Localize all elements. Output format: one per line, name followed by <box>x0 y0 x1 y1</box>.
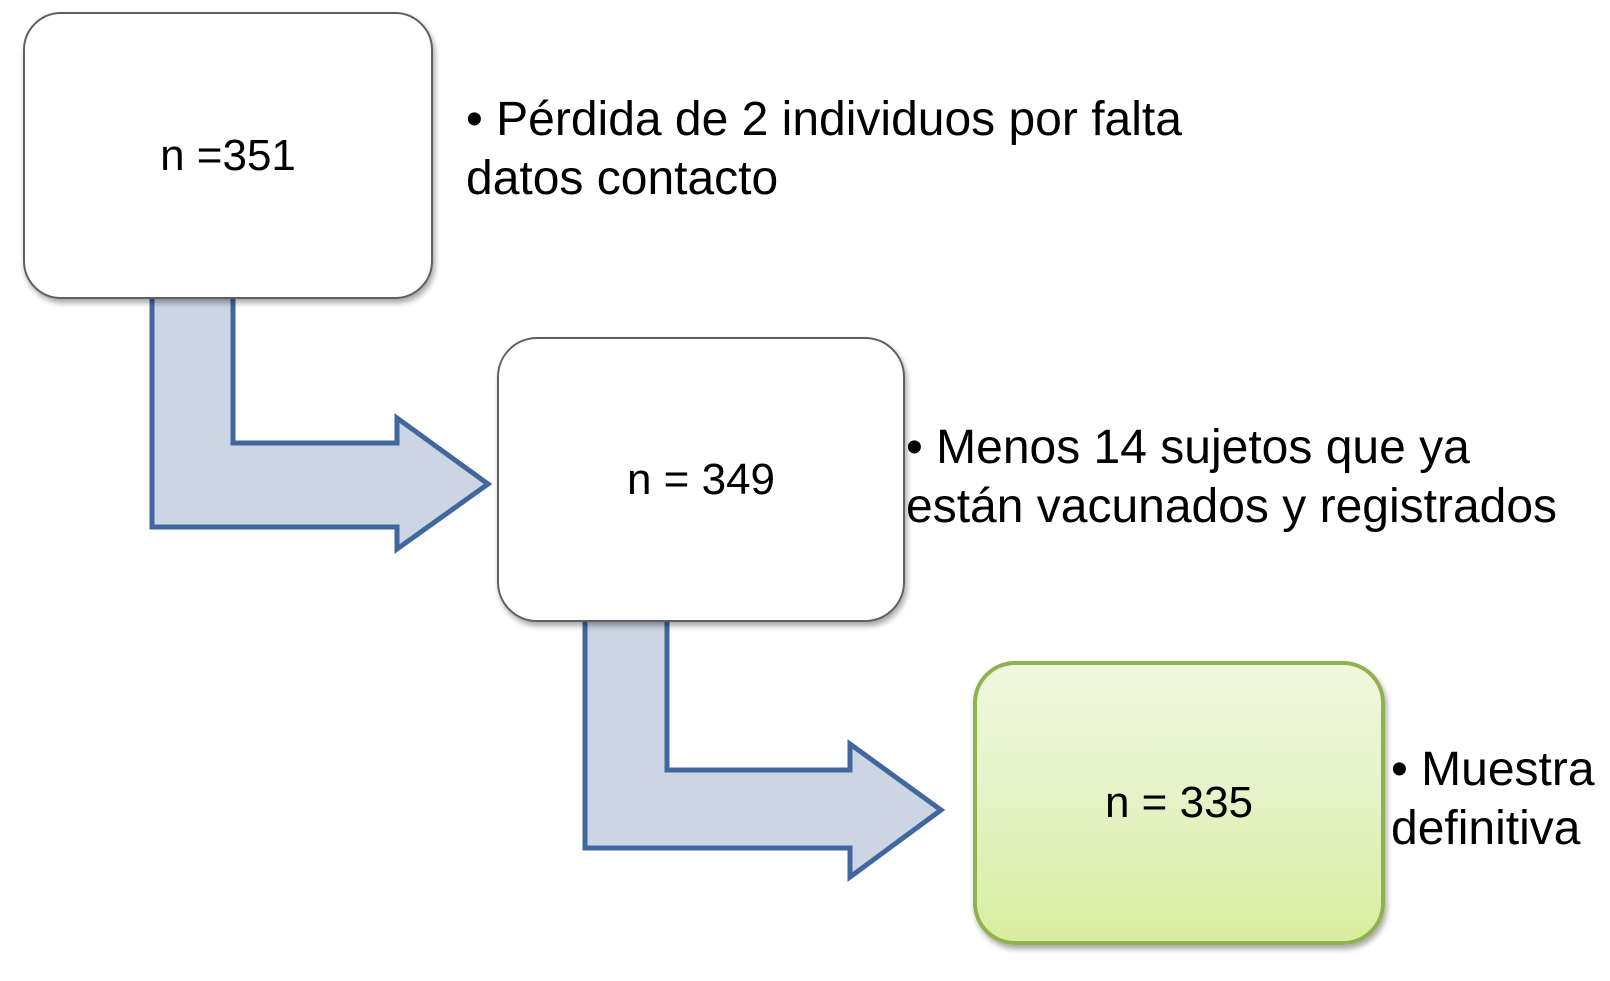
node-step-3-highlighted: n = 335 <box>973 661 1385 945</box>
note-step-1-line-1: • Pérdida de 2 individuos por falta <box>466 93 1182 146</box>
note-step-2: • Menos 14 sujetos que ya están vacunado… <box>906 418 1557 536</box>
note-step-1: • Pérdida de 2 individuos por falta dato… <box>466 90 1182 208</box>
node-step-3-label: n = 335 <box>1104 778 1254 827</box>
elbow-arrow-step2-to-step3 <box>582 613 946 882</box>
note-step-1-line-2: datos contacto <box>466 152 779 205</box>
node-step-1-label: n =351 <box>160 130 296 180</box>
elbow-arrow-step1-to-step2 <box>149 292 493 554</box>
note-step-3: • Muestra definitiva <box>1391 740 1595 858</box>
node-step-2-label: n = 349 <box>626 454 776 504</box>
note-step-2-line-1: • Menos 14 sujetos que ya <box>906 421 1470 474</box>
note-step-2-line-2: están vacunados y registrados <box>906 480 1558 533</box>
node-step-2: n = 349 <box>497 337 905 622</box>
note-step-3-line-2: definitiva <box>1391 802 1581 855</box>
node-step-1: n =351 <box>23 12 433 299</box>
note-step-3-line-1: • Muestra <box>1391 743 1595 796</box>
